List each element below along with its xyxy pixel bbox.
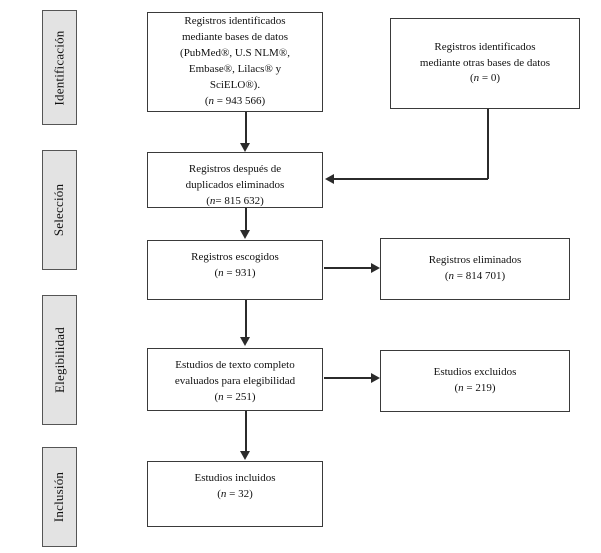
stage-label-identificacion-text: Identificación xyxy=(51,30,67,105)
box-line: Registros eliminados xyxy=(428,254,522,267)
box-count: (n = 814 701) xyxy=(444,270,506,282)
box-line: SciELO®). xyxy=(209,78,261,91)
stage-label-identificacion: Identificación xyxy=(42,10,77,125)
box-count: (n = 219) xyxy=(454,382,496,394)
connector-screened-to-excluded-line xyxy=(324,267,373,269)
stage-label-seleccion-text: Selección xyxy=(51,183,67,237)
connector-fulltext-to-excluded-arrow xyxy=(371,373,380,383)
stage-label-inclusion-text: Inclusión xyxy=(51,471,67,523)
box-records-identified-other-sources: Registros identificados mediante otras b… xyxy=(390,18,580,109)
box-count: (n = 32) xyxy=(217,487,253,500)
stage-label-elegibilidad: Elegibilidad xyxy=(42,295,77,425)
box-line: Estudios de texto completo xyxy=(175,359,295,371)
connector-duplicates-to-screened-line xyxy=(245,208,247,233)
box-line: (PubMed®, U.S NLM®, xyxy=(180,47,290,60)
box-count: (n = 251) xyxy=(214,390,256,403)
box-records-identified-databases: Registros identificados mediante bases d… xyxy=(147,12,323,112)
box-line: Registros escogidos xyxy=(191,251,279,263)
stage-label-elegibilidad-text: Elegibilidad xyxy=(51,327,67,393)
connector-fulltext-to-included-line xyxy=(245,411,247,454)
connector-other-sources-horizontal xyxy=(334,178,488,180)
connector-databases-to-duplicates-line xyxy=(245,112,247,145)
connector-other-sources-arrow xyxy=(325,174,334,184)
box-line: mediante bases de datos xyxy=(181,31,288,44)
connector-screened-to-fulltext-arrow xyxy=(240,337,250,346)
box-line: duplicados eliminados xyxy=(185,178,285,191)
stage-label-seleccion: Selección xyxy=(42,150,77,270)
connector-fulltext-to-included-arrow xyxy=(240,451,250,460)
box-line: evaluados para elegibilidad xyxy=(174,374,296,387)
box-count: (n= 815 632) xyxy=(206,194,264,207)
connector-other-sources-vertical xyxy=(487,109,489,179)
box-line: Registros identificados xyxy=(434,40,536,53)
connector-duplicates-to-screened-arrow xyxy=(240,230,250,239)
box-count: (n = 943 566) xyxy=(204,94,266,107)
box-full-text-excluded: Estudios excluidos (n = 219) xyxy=(380,350,570,412)
box-line: mediante otras bases de datos xyxy=(419,56,551,69)
box-line: Estudios incluidos xyxy=(194,472,276,484)
box-line: Registros después de xyxy=(188,163,282,175)
box-line: Embase®, Lilacs® y xyxy=(188,63,282,75)
box-studies-included: Estudios incluidos (n = 32) xyxy=(147,461,323,527)
box-records-screened: Registros escogidos (n = 931) xyxy=(147,240,323,300)
connector-databases-to-duplicates-arrow xyxy=(240,143,250,152)
stage-label-inclusion: Inclusión xyxy=(42,447,77,547)
box-full-text-assessed: Estudios de texto completo evaluados par… xyxy=(147,348,323,411)
box-records-after-duplicates-removed: Registros después de duplicados eliminad… xyxy=(147,152,323,208)
connector-fulltext-to-excluded-line xyxy=(324,377,373,379)
box-records-excluded: Registros eliminados (n = 814 701) xyxy=(380,238,570,300)
box-line: Registros identificados xyxy=(184,15,286,28)
connector-screened-to-fulltext-line xyxy=(245,300,247,340)
box-count: (n = 0) xyxy=(469,72,501,85)
box-count: (n = 931) xyxy=(214,266,256,279)
connector-screened-to-excluded-arrow xyxy=(371,263,380,273)
box-line: Estudios excluidos xyxy=(433,366,517,379)
